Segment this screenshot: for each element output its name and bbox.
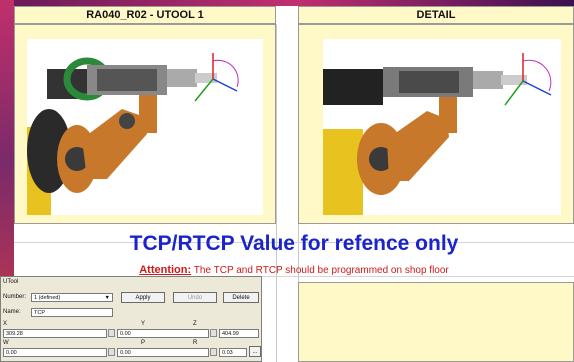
grid-line: [14, 276, 574, 277]
grid-line: [14, 242, 574, 243]
apply-button[interactable]: Apply: [121, 292, 165, 303]
y-spin[interactable]: [210, 329, 217, 337]
attention-note: Attention: The TCP and RTCP should be pr…: [14, 264, 574, 276]
utool-title: UTool: [3, 279, 19, 285]
lower-right-panel: [298, 282, 574, 362]
w-field[interactable]: 0.00: [3, 348, 107, 357]
background-top: [14, 0, 574, 6]
delete-button[interactable]: Delete: [223, 292, 259, 303]
attention-label: Attention:: [139, 264, 192, 276]
r-field[interactable]: 0.03: [219, 348, 247, 357]
undo-button[interactable]: Undo: [173, 292, 217, 303]
spreadsheet: RA040_R02 - UTOOL 1 DETAIL: [14, 6, 574, 362]
y-field[interactable]: 0.00: [117, 329, 209, 338]
x-field[interactable]: 309.28: [3, 329, 107, 338]
chevron-down-icon: ▼: [104, 295, 110, 301]
grid-line: [276, 24, 277, 362]
number-select[interactable]: 1 (defined) ▼: [31, 293, 113, 302]
robot-tool-image-detail: [323, 39, 561, 215]
y-label: Y: [141, 321, 146, 327]
x-label: X: [3, 321, 8, 327]
w-label: W: [3, 340, 9, 346]
utool-dialog: UTool Number: 1 (defined) ▼ Apply Undo D…: [0, 276, 262, 362]
left-panel: [14, 24, 276, 224]
number-value: 1 (defined): [34, 295, 61, 301]
background-stripe: [0, 0, 14, 362]
right-header: DETAIL: [298, 6, 574, 24]
name-field[interactable]: TCP: [31, 308, 113, 317]
robot-tool-image-left: [27, 39, 263, 215]
right-panel: [298, 24, 574, 224]
name-label: Name:: [3, 309, 21, 315]
p-spin[interactable]: [210, 348, 217, 356]
number-label: Number:: [3, 294, 27, 300]
page-title: TCP/RTCP Value for refence only: [129, 232, 459, 255]
p-field[interactable]: 0.00: [117, 348, 209, 357]
z-field[interactable]: 404.99: [219, 329, 259, 338]
p-label: P: [141, 340, 146, 346]
r-label: R: [193, 340, 198, 346]
more-button[interactable]: ...: [249, 346, 261, 357]
left-header: RA040_R02 - UTOOL 1: [14, 6, 276, 24]
attention-text: The TCP and RTCP should be programmed on…: [193, 265, 449, 276]
w-spin[interactable]: [108, 348, 115, 356]
x-spin[interactable]: [108, 329, 115, 337]
z-label: Z: [193, 321, 197, 327]
